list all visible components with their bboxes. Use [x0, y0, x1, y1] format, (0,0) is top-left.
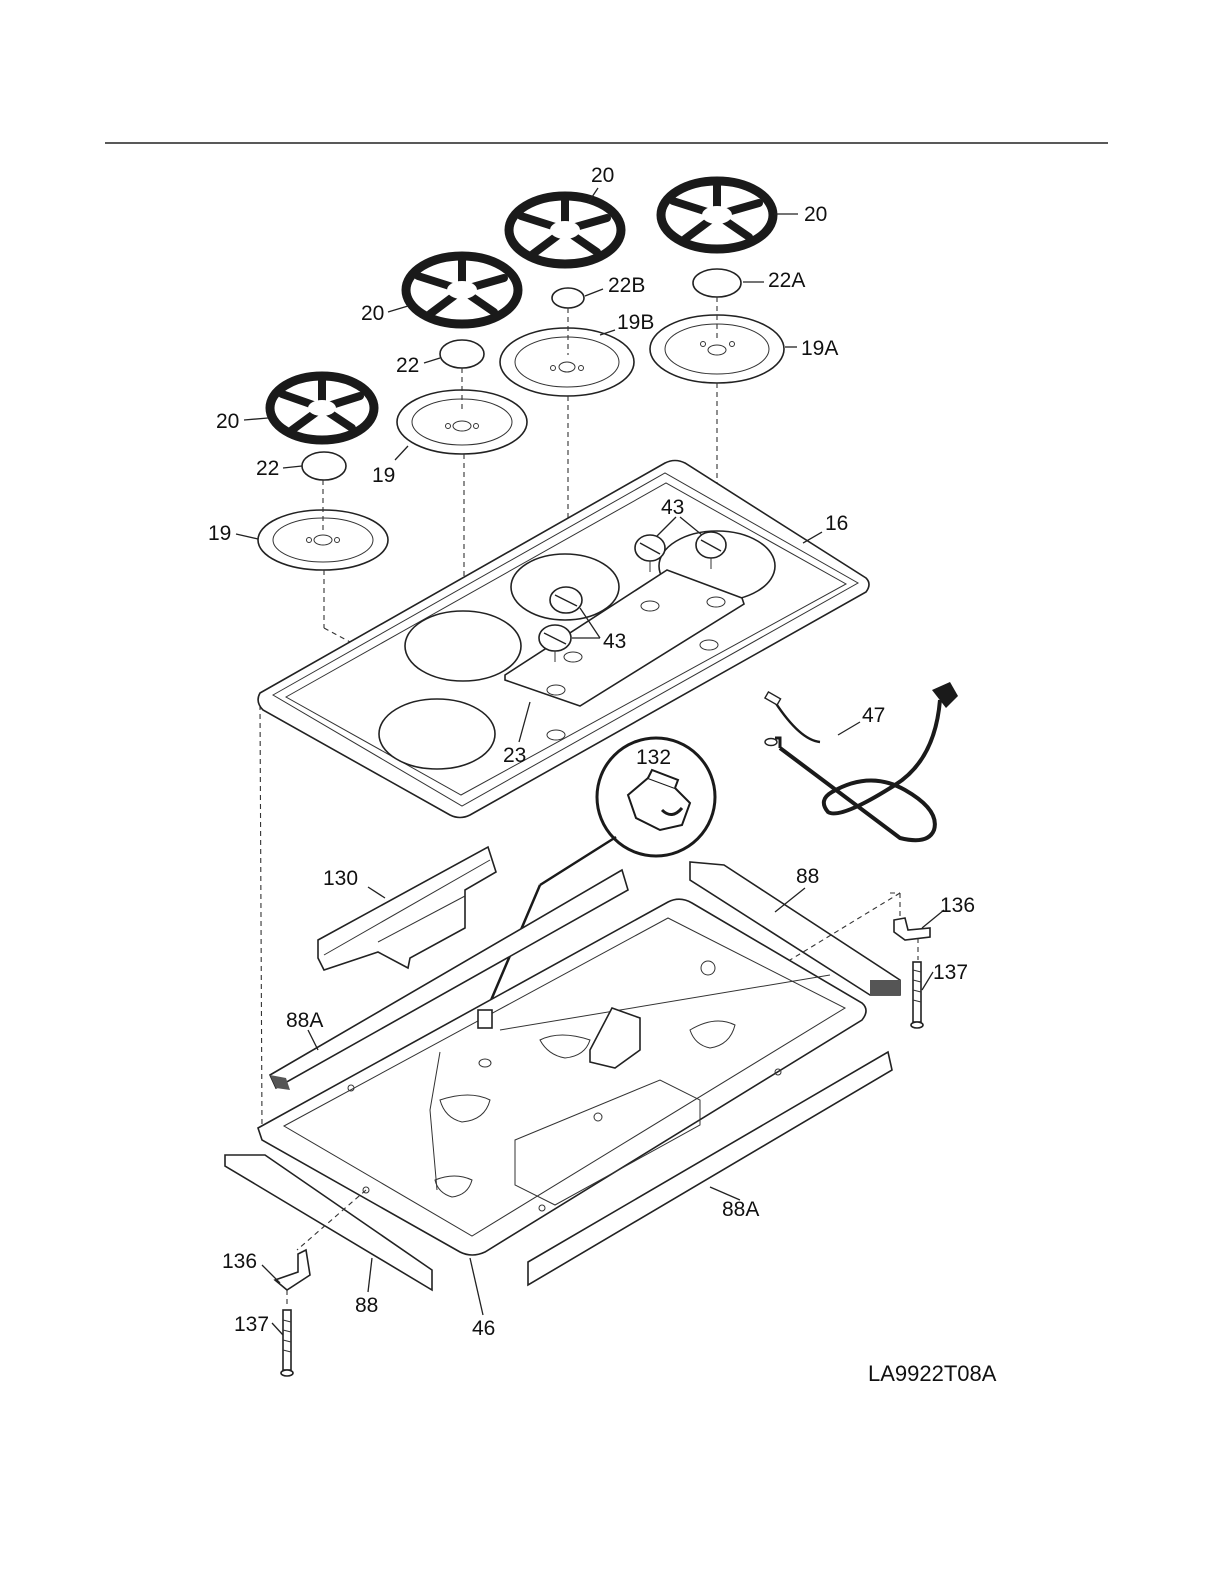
drawing-code: LA9922T08A — [868, 1361, 997, 1386]
label-cooktop: 16 — [825, 512, 848, 535]
clip-left — [275, 1250, 310, 1290]
label-grate-rear-right: 20 — [804, 203, 827, 226]
cap-front-left — [302, 452, 346, 480]
bracket-130 — [318, 847, 496, 970]
cap-right — [693, 269, 741, 297]
label-cap-front-left: 22 — [256, 457, 279, 480]
head-center — [500, 328, 634, 396]
label-cap-right: 22A — [768, 269, 805, 292]
knob-3 — [550, 587, 582, 613]
grate-rear-left — [406, 256, 518, 324]
label-knobs-lower: 43 — [603, 630, 626, 653]
label-trim-front-left: 88 — [355, 1294, 378, 1317]
label-screw-right: 137 — [933, 961, 968, 984]
screw-right — [911, 962, 923, 1028]
grate-rear-center — [509, 196, 621, 264]
label-cap-rear-left: 22 — [396, 354, 419, 377]
label-clip-left: 136 — [222, 1250, 257, 1273]
cap-rear-left — [440, 340, 484, 368]
label-head-center: 19B — [617, 311, 654, 334]
clip-right — [894, 918, 930, 940]
label-screw-left: 137 — [234, 1313, 269, 1336]
label-trim-front-right: 88A — [722, 1198, 759, 1221]
label-trim-rear-right: 88 — [796, 865, 819, 888]
label-head-rear-left: 19 — [372, 464, 395, 487]
label-cap-center: 22B — [608, 274, 645, 297]
grate-front-left — [270, 376, 374, 440]
label-grate-rear-left: 20 — [361, 302, 384, 325]
label-head-right: 19A — [801, 337, 838, 360]
label-power-cord: 47 — [862, 704, 885, 727]
screw-left — [281, 1310, 293, 1376]
label-trim-rear-left: 88A — [286, 1009, 323, 1032]
label-clip-right: 136 — [940, 894, 975, 917]
label-igniter: 132 — [636, 746, 671, 769]
label-head-front-left: 19 — [208, 522, 231, 545]
grate-rear-right — [661, 181, 773, 249]
cap-center — [552, 288, 584, 308]
label-grate-front-left: 20 — [216, 410, 239, 433]
label-control-panel: 23 — [503, 744, 526, 767]
label-knobs-upper: 43 — [661, 496, 684, 519]
label-bracket-130: 130 — [323, 867, 358, 890]
label-grate-rear-center: 20 — [591, 164, 614, 187]
label-burner-box: 46 — [472, 1317, 495, 1340]
